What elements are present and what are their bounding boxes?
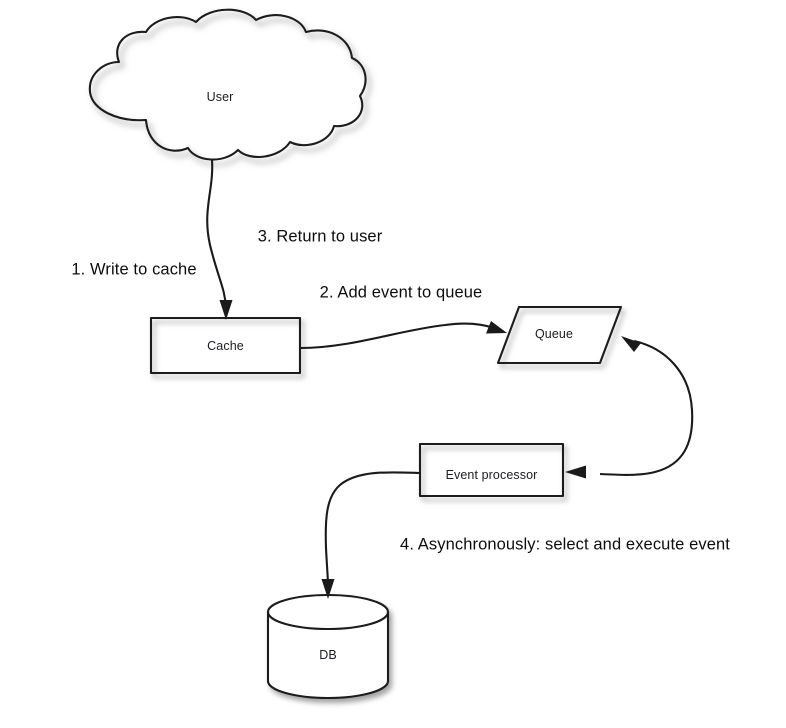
edge-queue-to-event-processor (565, 465, 586, 479)
step-label-1-write-to-cache: 1. Write to cache (71, 260, 197, 279)
node-label-cache: Cache (207, 339, 244, 353)
node-db[interactable] (266, 593, 390, 700)
edge-cache-to-queue (300, 321, 507, 350)
step-label-3-return-to-user: 3. Return to user (257, 227, 383, 246)
step-label-4-asynchronously-select-and-execute-event: 4. Asynchronously: select and execute ev… (400, 535, 730, 554)
node-label-queue: Queue (534, 327, 574, 341)
node-user[interactable] (88, 8, 367, 161)
node-label-event-processor: Event processor (445, 468, 538, 482)
step-label-2-add-event-to-queue: 2. Add event to queue (319, 283, 483, 302)
edge-user-to-cache (206, 159, 233, 320)
node-label-db: DB (319, 648, 337, 662)
node-queue[interactable] (496, 305, 623, 365)
edge-event-processor-to-db (321, 471, 420, 599)
node-label-user: User (206, 90, 234, 104)
node-event-processor[interactable] (418, 442, 565, 498)
edge-event-processor-to-queue (599, 336, 694, 476)
